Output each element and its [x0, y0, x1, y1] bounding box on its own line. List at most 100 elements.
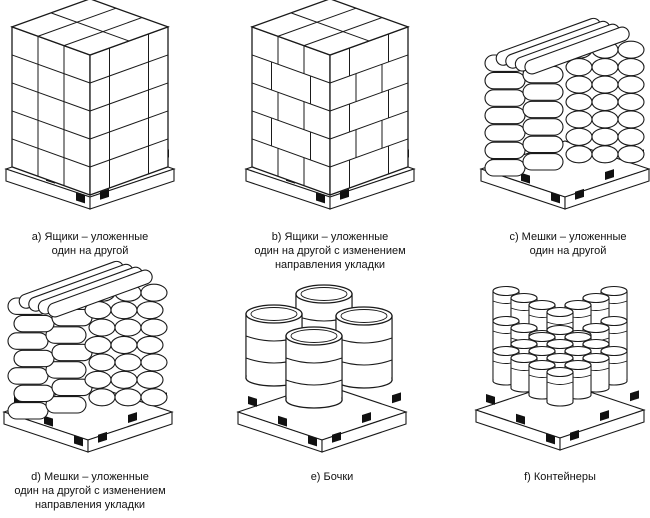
bag-end [140, 353, 168, 372]
bag-end [140, 318, 168, 337]
bag [7, 367, 49, 385]
panel-f-containers: f) Контейнеры [475, 285, 645, 483]
box-seam [11, 138, 91, 168]
bag-end [84, 370, 112, 389]
box-seam [89, 54, 169, 84]
bag [45, 361, 87, 379]
panel-a-caption-line-2: один на другой [52, 245, 129, 257]
bag-end [591, 58, 619, 77]
box-seam [89, 82, 169, 112]
container [546, 366, 574, 407]
bag-end [565, 127, 593, 146]
panel-b-caption-line-2: один на другой с изменением [254, 245, 405, 257]
bag-end [114, 353, 142, 372]
panel-d-caption-line-3: направления укладки [35, 499, 145, 511]
bags-stack-illustration [480, 17, 650, 210]
stack-left-face [251, 25, 331, 196]
bag [484, 71, 526, 90]
box-seam [50, 12, 130, 42]
bag [13, 314, 55, 333]
bag-end [617, 92, 645, 112]
barrel [285, 326, 343, 409]
bag [13, 349, 55, 368]
bag-end [617, 40, 645, 59]
bag-end [140, 283, 168, 302]
bag [45, 326, 87, 344]
bag [522, 153, 564, 171]
bag-end [110, 301, 138, 320]
bag-end [565, 75, 593, 94]
bag [13, 384, 55, 403]
panel-a-caption-line-1: a) Ящики – уложенные [32, 231, 149, 243]
bag-end [140, 388, 168, 407]
panel-e-barrels: e) Бочки [237, 284, 407, 483]
bag-end [617, 58, 645, 77]
boxes-stack-illustration [5, 0, 175, 210]
stack-right-face [89, 25, 169, 196]
panel-c-caption-line-1: c) Мешки – уложенные [509, 231, 626, 243]
stack-right-face [329, 25, 409, 196]
bag [484, 89, 526, 107]
panel-e-caption: e) Бочки [311, 471, 354, 483]
bag-end [136, 335, 164, 355]
bag-end [617, 145, 645, 164]
box-seam [89, 110, 169, 140]
interlocked-boxes-stack-illustration [245, 0, 415, 210]
bag-end [88, 353, 116, 372]
bag-end [591, 110, 619, 129]
box-seam [11, 110, 91, 140]
bag-end [110, 370, 138, 389]
panel-c-bags: c) Мешки – уложенные один на другой [480, 17, 650, 257]
bag-end [591, 75, 619, 94]
box-seam [89, 138, 169, 168]
box-seam [251, 54, 331, 84]
panel-d-bags-interlocked: d) Мешки – уложенные один на другой с из… [3, 260, 173, 511]
box-seam [251, 110, 331, 140]
bag-end [617, 75, 645, 94]
bag-end [565, 110, 593, 129]
bag-end [565, 92, 593, 112]
bag [522, 83, 564, 101]
bag [484, 159, 526, 177]
bag [484, 141, 526, 160]
bag-end [88, 318, 116, 337]
panel-a-boxes: a) Ящики – уложенные один на другой [5, 0, 175, 257]
box-seam [329, 138, 409, 168]
panel-c-caption-line-2: один на другой [530, 245, 607, 257]
box-seam [329, 54, 409, 84]
panel-b-caption-line-1: b) Ящики – уложенные [272, 231, 389, 243]
bag-end [88, 388, 116, 407]
bag-end [565, 145, 593, 164]
bag-end [617, 110, 645, 129]
panel-b-boxes-interlocked: b) Ящики – уложенные один на другой с из… [245, 0, 415, 271]
interlocked-bags-stack-illustration [3, 260, 173, 453]
bag-end [114, 388, 142, 407]
box-seam [329, 110, 409, 140]
bag [7, 402, 49, 420]
bag [7, 332, 49, 350]
panel-d-caption-line-1: d) Мешки – уложенные [31, 471, 149, 483]
stack-left-face [11, 25, 91, 196]
box-seam [290, 12, 370, 42]
box-seam [11, 82, 91, 112]
bag-end [84, 335, 112, 355]
bag [484, 124, 526, 142]
bag-end [591, 145, 619, 164]
box-seam [251, 138, 331, 168]
bag-end [136, 301, 164, 320]
box-seam [329, 82, 409, 112]
panel-b-caption-line-3: направления укладки [275, 259, 385, 271]
bag-end [114, 318, 142, 337]
bag-end [565, 58, 593, 77]
bag-end [591, 127, 619, 146]
box-seam [251, 82, 331, 112]
bag [45, 396, 87, 414]
barrel [335, 306, 393, 389]
panel-d-caption-line-2: один на другой с изменением [14, 485, 165, 497]
bag-end [617, 127, 645, 146]
top-bag [47, 269, 153, 318]
top-bag [524, 26, 630, 75]
bag-end [110, 335, 138, 355]
panel-f-caption: f) Контейнеры [524, 471, 596, 483]
